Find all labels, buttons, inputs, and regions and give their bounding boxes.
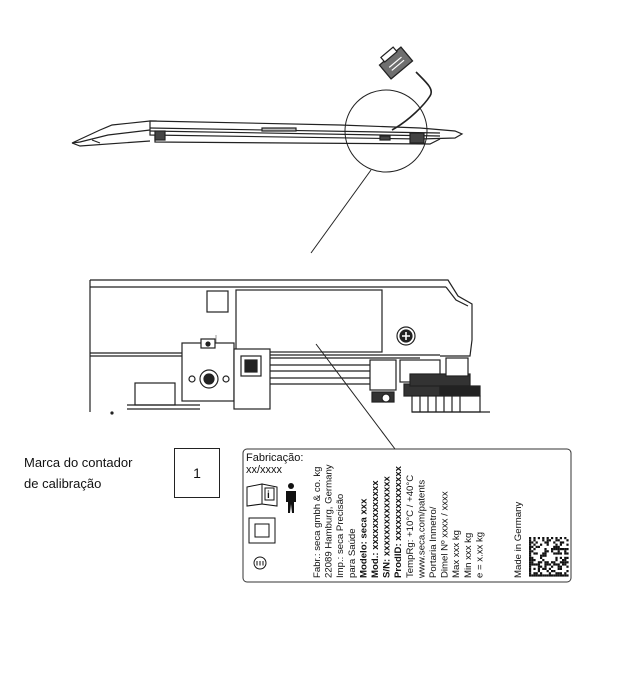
label-line-7: ProdID: xxxxxxxxxxxxxx [393,465,404,578]
fabrication-value: xx/xxxx [246,464,283,476]
label-line-14: e = x.xx kg [474,532,485,578]
calibration-counter-caption: Marca do contador de calibração [24,452,132,494]
class-ii-square-icon [248,517,276,544]
label-line-13: Min xxx kg [463,533,474,578]
label-leader-line [315,343,396,450]
class-iii-circle-icon [253,556,267,570]
label-line-10: Portaria Inmetro/ [428,506,439,578]
caption-line-1: Marca do contador [24,455,133,470]
fabrication-info: Fabricação: xx/xxxx [246,452,303,476]
label-line-3: para Saúde [347,528,358,578]
label-line-9: www.seca.com/patents [416,480,427,579]
made-in-label: Made in Germany [513,502,524,578]
label-line-12: Max xxx kg [451,530,462,578]
label-line-0: Fabr.: seca gmbh & co. kg [312,467,323,578]
caption-line-2: de calibração [24,476,102,491]
calibration-counter-value: 1 [193,465,201,481]
label-line-6: S/N: xxxxxxxxxxxxxxx [382,475,393,578]
datamatrix-code [529,537,569,577]
svg-text:i: i [267,490,270,501]
fabrication-label: Fabricação: [246,452,304,464]
person-icon [286,483,296,513]
detail-view [89,279,490,415]
scale-side-view [71,46,464,147]
calibration-counter-box: 1 [174,448,220,498]
label-line-4: Modelo: seca xxx [358,498,369,578]
label-line-2: Imp.: seca Precisão [335,494,346,578]
label-plate [242,448,572,583]
detail-zoom-circle [344,89,428,173]
label-line-1: 22089 Hamburg, Germany [324,464,335,578]
label-line-8: TempRg: +10°C / +40°C [405,475,416,578]
label-line-5: Mod.: xxxxxxxxxxxxx [370,480,381,578]
manual-info-icon: i [246,483,278,507]
detail-leader-line [310,169,372,254]
label-line-11: Dimel Nº xxxx / xxxx [440,491,451,578]
